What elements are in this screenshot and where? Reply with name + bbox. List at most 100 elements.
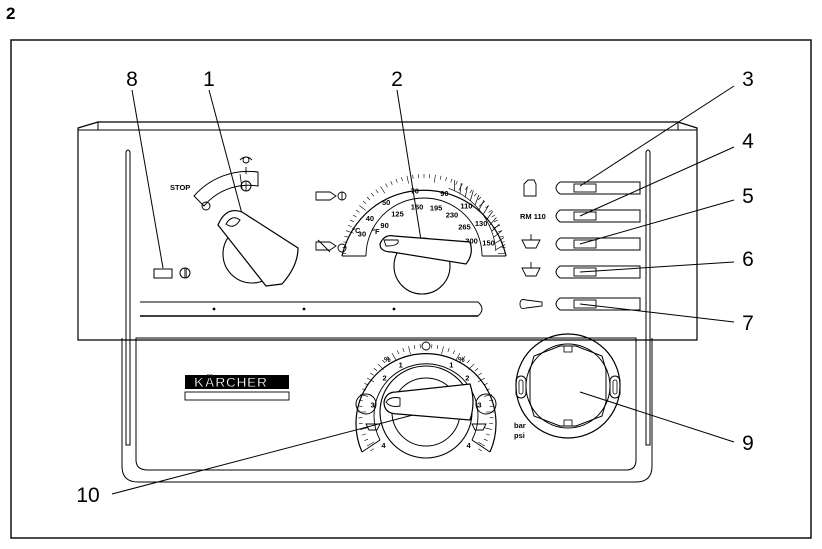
callout-7: 7 [742, 312, 754, 335]
dosing-right-tick-label: 2 [465, 373, 469, 382]
dosing-knob[interactable] [383, 383, 474, 421]
indicator-lamp-detergent-1 [521, 234, 641, 251]
dosing-tick-mark [477, 441, 486, 447]
celsius-unit-label: °C [352, 226, 361, 235]
temperature-tick-mark [412, 174, 414, 179]
temperature-tick-mark [455, 180, 458, 185]
temperature-tick-mark [371, 192, 375, 197]
temperature-tick-mark [491, 214, 496, 218]
temperature-tick-mark [345, 230, 354, 234]
temperature-tick-mark [344, 235, 349, 238]
dosing-right-tick-label: 4 [466, 441, 471, 450]
hatch-segment [486, 211, 494, 221]
dosing-left-tick-label: 4 [381, 441, 386, 450]
temperature-tick-mark [500, 241, 505, 243]
figure-frame [10, 39, 812, 539]
temperature-tick-mark [473, 192, 477, 197]
dosing-tick-mark [366, 441, 375, 447]
brand-logo-text: KÄRCHER [194, 374, 268, 390]
dosing-tick-mark [386, 356, 390, 360]
temperature-tick-mark [352, 214, 357, 218]
dosing-tick-mark [364, 382, 369, 386]
indicator-lamp-detergent-2 [521, 262, 641, 279]
temperature-tick-mark [450, 178, 453, 183]
temperature-knob[interactable] [379, 235, 472, 265]
dosing-tick-mark [408, 346, 411, 355]
dosing-tick-mark [396, 350, 400, 355]
fahrenheit-tick-label: 195 [430, 203, 443, 212]
celsius-tick-label: 30 [358, 229, 366, 238]
dosing-tick-mark [488, 399, 494, 402]
hatch-segment [488, 217, 497, 226]
temperature-tick-mark [488, 209, 493, 213]
temperature-tick-mark [434, 174, 436, 183]
temperature-tick-mark [406, 175, 409, 184]
dosing-tick-mark [474, 368, 479, 372]
dosing-tick-mark [455, 352, 461, 361]
hatch-segment [459, 182, 462, 194]
dosing-tick-mark [452, 350, 456, 355]
temperature-tick-mark [380, 186, 386, 194]
temperature-tick-mark [445, 177, 447, 182]
pressure-gauge: bar psi [514, 333, 621, 440]
temperature-dial-hatch-band [448, 179, 506, 252]
switch-stop-label: STOP [170, 183, 190, 192]
temperature-tick-mark [359, 205, 366, 211]
temperature-tick-mark [366, 196, 371, 201]
temperature-tick-mark [390, 180, 393, 185]
power-indicator-lamp [153, 267, 191, 279]
main-switch[interactable]: STOP [170, 156, 299, 287]
callout-4: 4 [742, 130, 754, 153]
dosing-tick-mark [468, 363, 475, 370]
hatch-segment [495, 244, 506, 251]
dosing-tick-mark [462, 356, 466, 360]
dosing-tick-mark [370, 448, 374, 452]
temperature-dial-ticks [342, 174, 506, 254]
brand-plate: KÄRCHER [184, 374, 290, 401]
celsius-tick-label: 40 [366, 214, 374, 223]
fahrenheit-tick-label: 160 [411, 202, 424, 211]
celsius-tick-label: 50 [382, 198, 390, 207]
temperature-tick-mark [350, 219, 355, 223]
temperature-tick-mark [395, 178, 398, 183]
dosing-tick-mark [358, 399, 364, 402]
indicator-lamp-fuel [523, 179, 641, 197]
wrench-icon [519, 299, 543, 309]
dosing-tick-mark [361, 388, 366, 391]
temperature-tick-mark [343, 241, 348, 243]
callout-3: 3 [742, 68, 754, 91]
dosing-tank-2-icon [471, 423, 487, 431]
celsius-tick-label: 150 [482, 238, 495, 247]
temperature-tick-mark [362, 200, 367, 205]
figure-number: 2 [6, 4, 16, 23]
main-switch-knob[interactable] [217, 209, 299, 287]
hatch-segment [491, 223, 500, 232]
dosing-right-stop [475, 393, 497, 415]
temperature-tick-mark [401, 177, 403, 182]
dosing-tick-mark [441, 346, 444, 355]
dosing-right-tick-label: 1 [449, 360, 453, 369]
detergent-tank-2-icon [521, 267, 541, 277]
dosing-tank-1-icon [365, 423, 381, 431]
temperature-tick-mark [355, 209, 360, 213]
temperature-tick-mark [477, 196, 482, 201]
burner-on-icon [315, 191, 347, 201]
hatch-segment [493, 230, 503, 238]
callout-1: 1 [203, 68, 215, 91]
dosing-off-icon [421, 341, 431, 351]
dosing-tick-mark [377, 363, 384, 370]
fahrenheit-tick-label: 265 [458, 223, 471, 232]
callout-5: 5 [742, 185, 754, 208]
hatch-segment [464, 186, 468, 198]
fuel-icon [523, 179, 537, 197]
celsius-tick-label: 90 [440, 189, 448, 198]
temperature-tick-mark [347, 225, 352, 228]
dosing-tick-mark [358, 422, 364, 425]
steam-position-icon [239, 156, 253, 174]
temperature-tick-mark [439, 175, 442, 180]
